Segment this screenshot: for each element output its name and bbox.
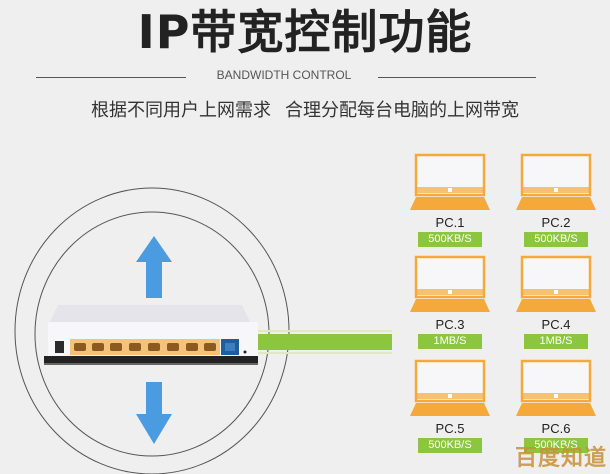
pc-label: PC.4 (541, 317, 571, 332)
laptop-icon (410, 359, 490, 416)
network-cable (258, 334, 392, 350)
router-icon (44, 305, 258, 365)
pc-label: PC.6 (541, 421, 571, 436)
divider-right (378, 77, 536, 78)
page-title: IP带宽控制功能 (137, 5, 473, 59)
arrow-up-icon (136, 236, 172, 298)
pc-card: PC.1 500KB/S (408, 152, 492, 252)
divider-left (36, 77, 186, 78)
laptop-icon (516, 255, 596, 312)
speed-badge: 500KB/S (418, 438, 482, 453)
laptop-icon (410, 255, 490, 312)
pc-card: PC.3 1MB/S (408, 254, 492, 354)
laptop-icon (516, 359, 596, 416)
pc-card: PC.5 500KB/S (408, 358, 492, 458)
laptop-icon (410, 153, 490, 210)
watermark: 百度知道 (515, 446, 608, 471)
arrow-down-icon (136, 382, 172, 444)
speed-badge: 500KB/S (524, 438, 588, 453)
pc-label: PC.1 (435, 215, 465, 230)
pc-label: PC.2 (541, 215, 571, 230)
pc-card: PC.4 1MB/S (514, 254, 598, 354)
speed-badge: 500KB/S (524, 232, 588, 247)
pc-card: PC.6 500KB/S (514, 358, 598, 458)
speed-badge: 500KB/S (418, 232, 482, 247)
pc-label: PC.5 (435, 421, 465, 436)
speed-badge: 1MB/S (524, 334, 588, 349)
subtitle: BANDWIDTH CONTROL (216, 68, 352, 82)
description: 根据不同用户上网需求合理分配每台电脑的上网带宽 (0, 96, 610, 126)
speed-badge: 1MB/S (418, 334, 482, 349)
subtitle-row: BANDWIDTH CONTROL (36, 66, 536, 86)
pc-label: PC.3 (435, 317, 465, 332)
description-part2: 合理分配每台电脑的上网带宽 (285, 100, 519, 121)
laptop-icon (516, 153, 596, 210)
description-part1: 根据不同用户上网需求 (91, 100, 271, 121)
pc-card: PC.2 500KB/S (514, 152, 598, 252)
